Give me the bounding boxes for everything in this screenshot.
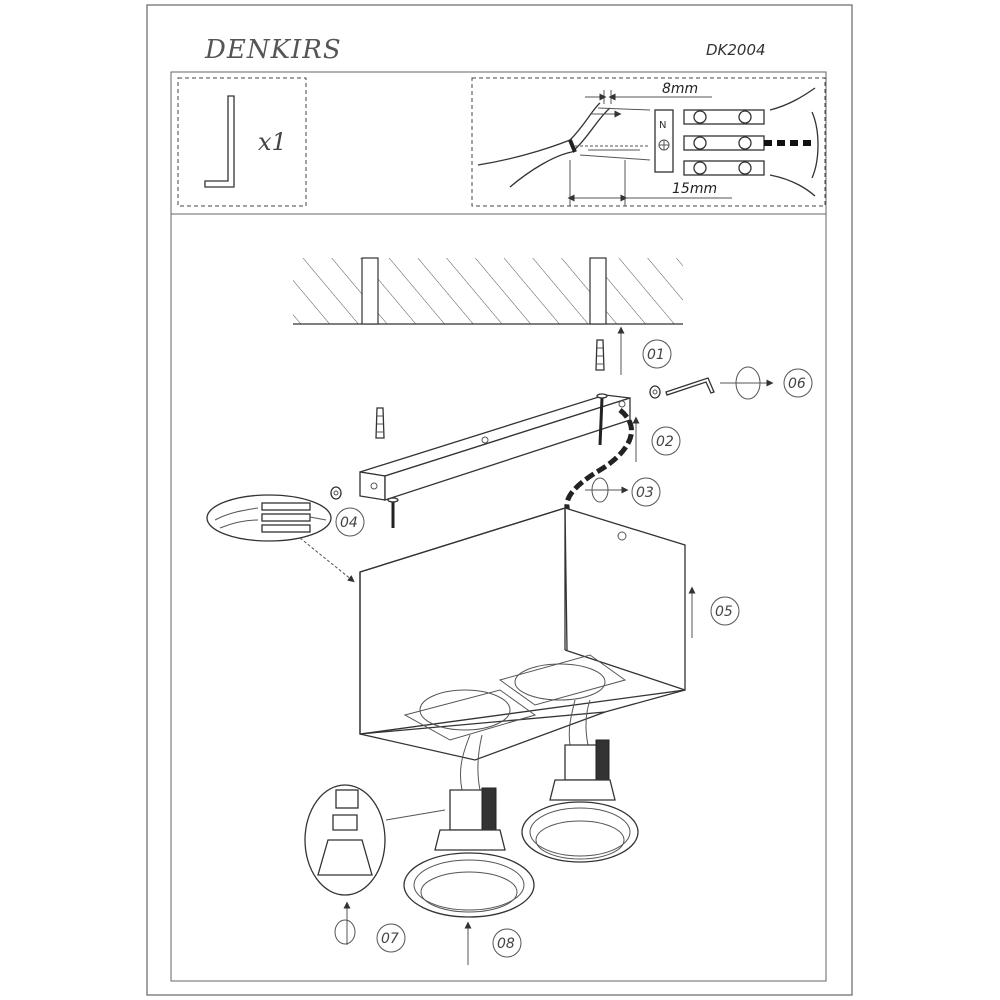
svg-text:N: N [659, 120, 666, 131]
page-border [146, 4, 853, 996]
mounting-bracket [359, 394, 631, 501]
terminal-block-icon: N [654, 87, 819, 197]
screw-icon [596, 393, 608, 446]
step-label-06: 06 [783, 368, 813, 398]
svg-text:01: 01 [647, 347, 665, 363]
rotate-arrow-icon [720, 366, 774, 400]
set-screw-icon [330, 486, 342, 500]
step-label-07: 07 [376, 923, 406, 953]
wall-plug-icon [595, 339, 605, 371]
model-number: DK2004 [706, 41, 766, 59]
svg-text:07: 07 [381, 931, 399, 947]
svg-text:06: 06 [788, 376, 806, 392]
bulb-inset [304, 784, 446, 896]
svg-text:02: 02 [656, 434, 674, 450]
wiring-box: 8mm N 15mm [471, 77, 826, 207]
rotate-arrow-icon [334, 919, 356, 945]
svg-text:05: 05 [715, 604, 733, 620]
wall-plug-icon [375, 407, 385, 439]
housing-box [359, 507, 686, 761]
allen-key-icon [204, 95, 235, 188]
power-cable-icon [477, 102, 651, 188]
hex-key-icon [665, 377, 715, 396]
total-length-label: 15mm [672, 181, 717, 197]
gu10-bulb-icon [317, 839, 373, 876]
svg-text:03: 03 [636, 485, 654, 501]
brand-title: DENKIRS [204, 35, 342, 65]
main-panel [170, 213, 827, 982]
step-label-02: 02 [651, 426, 681, 456]
step-label-04: 04 [335, 507, 365, 537]
svg-text:04: 04 [340, 515, 358, 531]
lamp-module [521, 699, 639, 863]
strip-length-label: 8mm [662, 81, 698, 97]
ceiling-anchor-hole [361, 257, 379, 325]
step-labels: 01 02 03 04 05 06 07 08 [335, 339, 813, 958]
step-label-01: 01 [642, 339, 672, 369]
kit-box: x1 [177, 77, 307, 207]
ceiling-anchor-hole [589, 257, 607, 325]
kit-quantity: x1 [258, 128, 287, 156]
svg-text:08: 08 [497, 936, 515, 952]
lamp-module [403, 734, 535, 918]
power-cable [564, 408, 634, 517]
ceiling [293, 257, 683, 325]
set-screw-icon [649, 385, 661, 399]
total-length-dimension: 15mm [567, 160, 732, 206]
step-label-08: 08 [492, 928, 522, 958]
screw-icon [387, 497, 399, 528]
step-label-03: 03 [631, 477, 661, 507]
rotate-arrow-icon [585, 477, 629, 503]
terminal-block-callout [206, 494, 355, 583]
step-label-05: 05 [710, 596, 740, 626]
strip-length-dimension: 8mm [585, 81, 712, 104]
